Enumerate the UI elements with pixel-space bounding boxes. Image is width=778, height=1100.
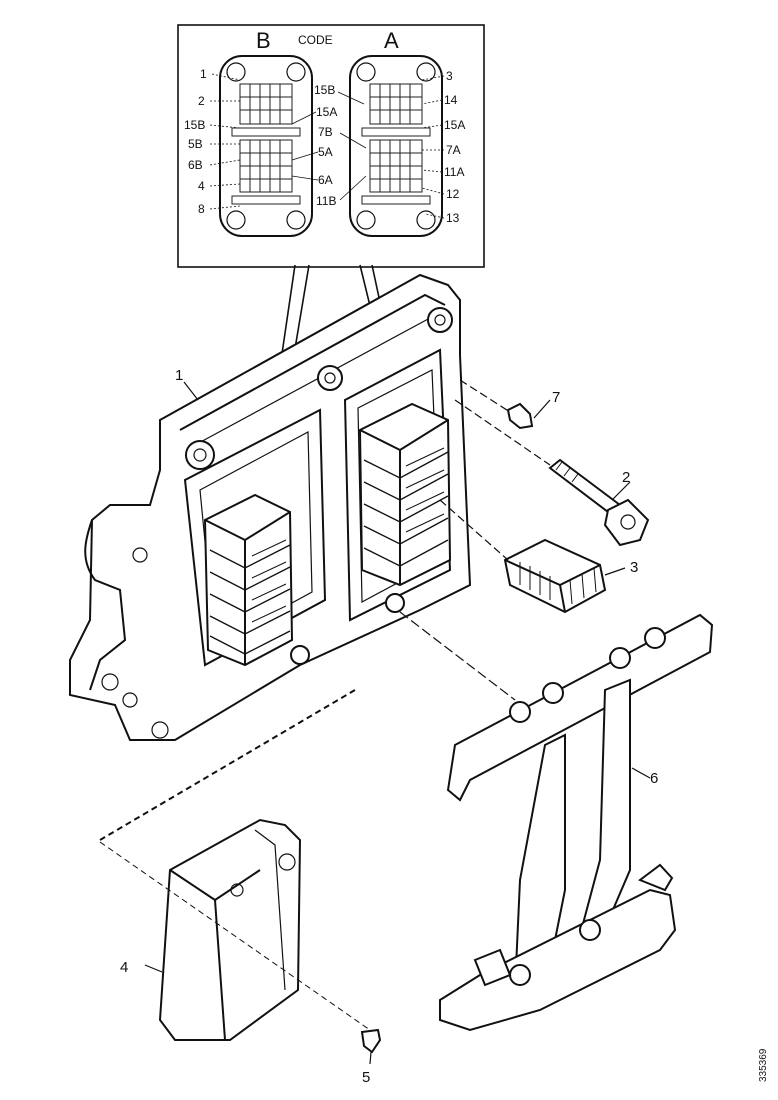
part-label-2: 2 <box>622 469 630 486</box>
connector-a-block <box>358 402 452 587</box>
inset-labels-a: 3 14 15A 7A 11A 12 13 <box>421 69 465 225</box>
inset-label: 4 <box>198 179 205 193</box>
part-label-7: 7 <box>552 389 560 406</box>
part-label-3: 3 <box>630 559 638 576</box>
inset-label: 5A <box>318 145 333 159</box>
inset-labels-mid: 15B 15A 5A 6A 11B 7B <box>291 83 367 208</box>
inset-label: 5B <box>188 137 203 151</box>
cable-bracket-part-6 <box>399 611 714 1032</box>
connector-a-face <box>349 55 443 237</box>
connector-plug-part-3 <box>439 499 626 614</box>
inset-label: 7A <box>446 143 461 157</box>
inset-label: 8 <box>198 202 205 216</box>
cover-part-4 <box>144 818 302 1041</box>
part-label-5: 5 <box>362 1069 370 1086</box>
inset-label: 11B <box>316 194 336 208</box>
document-id: 335369 <box>758 1048 769 1082</box>
inset-label: 12 <box>446 187 460 201</box>
connector-detail-inset: B CODE A <box>177 24 485 268</box>
connector-b-block <box>203 493 294 667</box>
inset-label: 6A <box>318 173 333 187</box>
inset-label: 3 <box>446 69 453 83</box>
inset-label: 15A <box>444 118 465 132</box>
screw-part-5 <box>360 1028 382 1065</box>
inset-label: 13 <box>446 211 460 225</box>
inset-label: 14 <box>444 93 458 107</box>
part-label-4: 4 <box>120 959 128 976</box>
bolt-part-2 <box>454 399 650 547</box>
inset-side-a-label: A <box>384 28 399 53</box>
inset-label: 1 <box>200 67 207 81</box>
inset-label: 2 <box>198 94 205 108</box>
connector-b-face <box>219 55 313 237</box>
inset-label: 11A <box>444 165 464 179</box>
inset-label: 15B <box>184 118 205 132</box>
screw-part-7 <box>459 379 551 430</box>
inset-label: 15B <box>314 83 335 97</box>
part-label-6: 6 <box>650 770 658 787</box>
part-labels: 1 2 3 4 5 6 7 <box>120 367 658 1086</box>
inset-label: 7B <box>318 125 333 139</box>
part-label-1: 1 <box>175 367 183 384</box>
inset-code-label: CODE <box>298 33 333 47</box>
inset-label: 6B <box>188 158 203 172</box>
inset-label: 15A <box>316 105 337 119</box>
inset-side-b-label: B <box>256 28 271 53</box>
cover-screw-dashed-line <box>99 841 371 1031</box>
inset-labels-b: 1 2 15B 5B 6B 4 8 <box>184 67 241 216</box>
